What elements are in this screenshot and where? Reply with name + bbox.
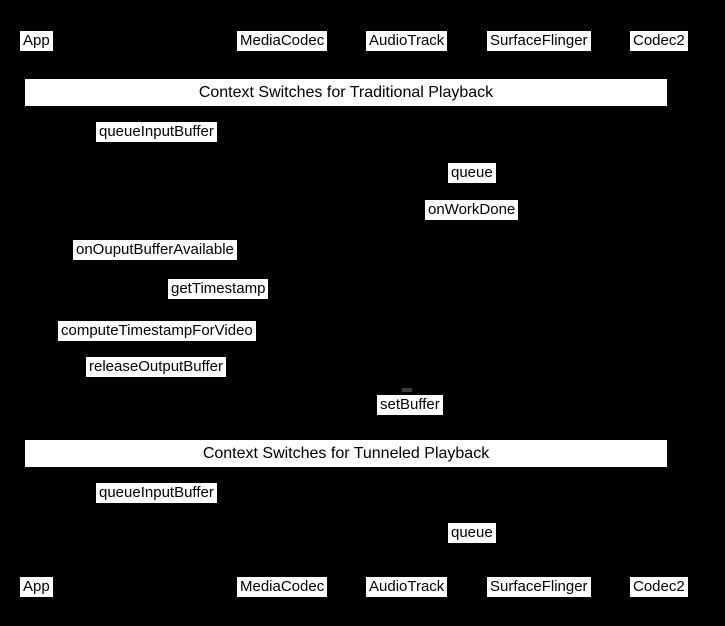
message-queueinputbuffer-0: queueInputBuffer [96,122,217,142]
participant-top-codec2-4: Codec2 [630,31,688,51]
banner-context-switches-for-traditional-playback-0: Context Switches for Traditional Playbac… [25,79,667,106]
message-queue-1: queue [448,163,496,183]
message-releaseoutputbuffer-6: releaseOutputBuffer [86,357,226,377]
message-queueinputbuffer-8: queueInputBuffer [96,483,217,503]
participant-bottom-codec2-4: Codec2 [630,577,688,597]
message-queue-9: queue [448,523,496,543]
message-setbuffer-7: setBuffer [377,395,443,415]
participant-top-mediacodec-1: MediaCodec [237,31,328,51]
participant-bottom-audiotrack-2: AudioTrack [366,577,448,597]
message-onouputbufferavailable-3: onOuputBufferAvailable [73,240,237,260]
banner-context-switches-for-tunneled-playback-1: Context Switches for Tunneled Playback [25,440,667,467]
participant-top-audiotrack-2: AudioTrack [366,31,448,51]
arrowhead-fragment-mark [402,388,412,392]
message-computetimestampforvideo-5: computeTimestampForVideo [58,321,256,341]
message-onworkdone-2: onWorkDone [425,200,519,220]
participant-bottom-surfaceflinger-3: SurfaceFlinger [487,577,591,597]
participant-top-surfaceflinger-3: SurfaceFlinger [487,31,591,51]
participant-top-app-0: App [20,31,53,51]
message-gettimestamp-4: getTimestamp [168,279,269,299]
participant-bottom-app-0: App [20,577,53,597]
participant-bottom-mediacodec-1: MediaCodec [237,577,328,597]
